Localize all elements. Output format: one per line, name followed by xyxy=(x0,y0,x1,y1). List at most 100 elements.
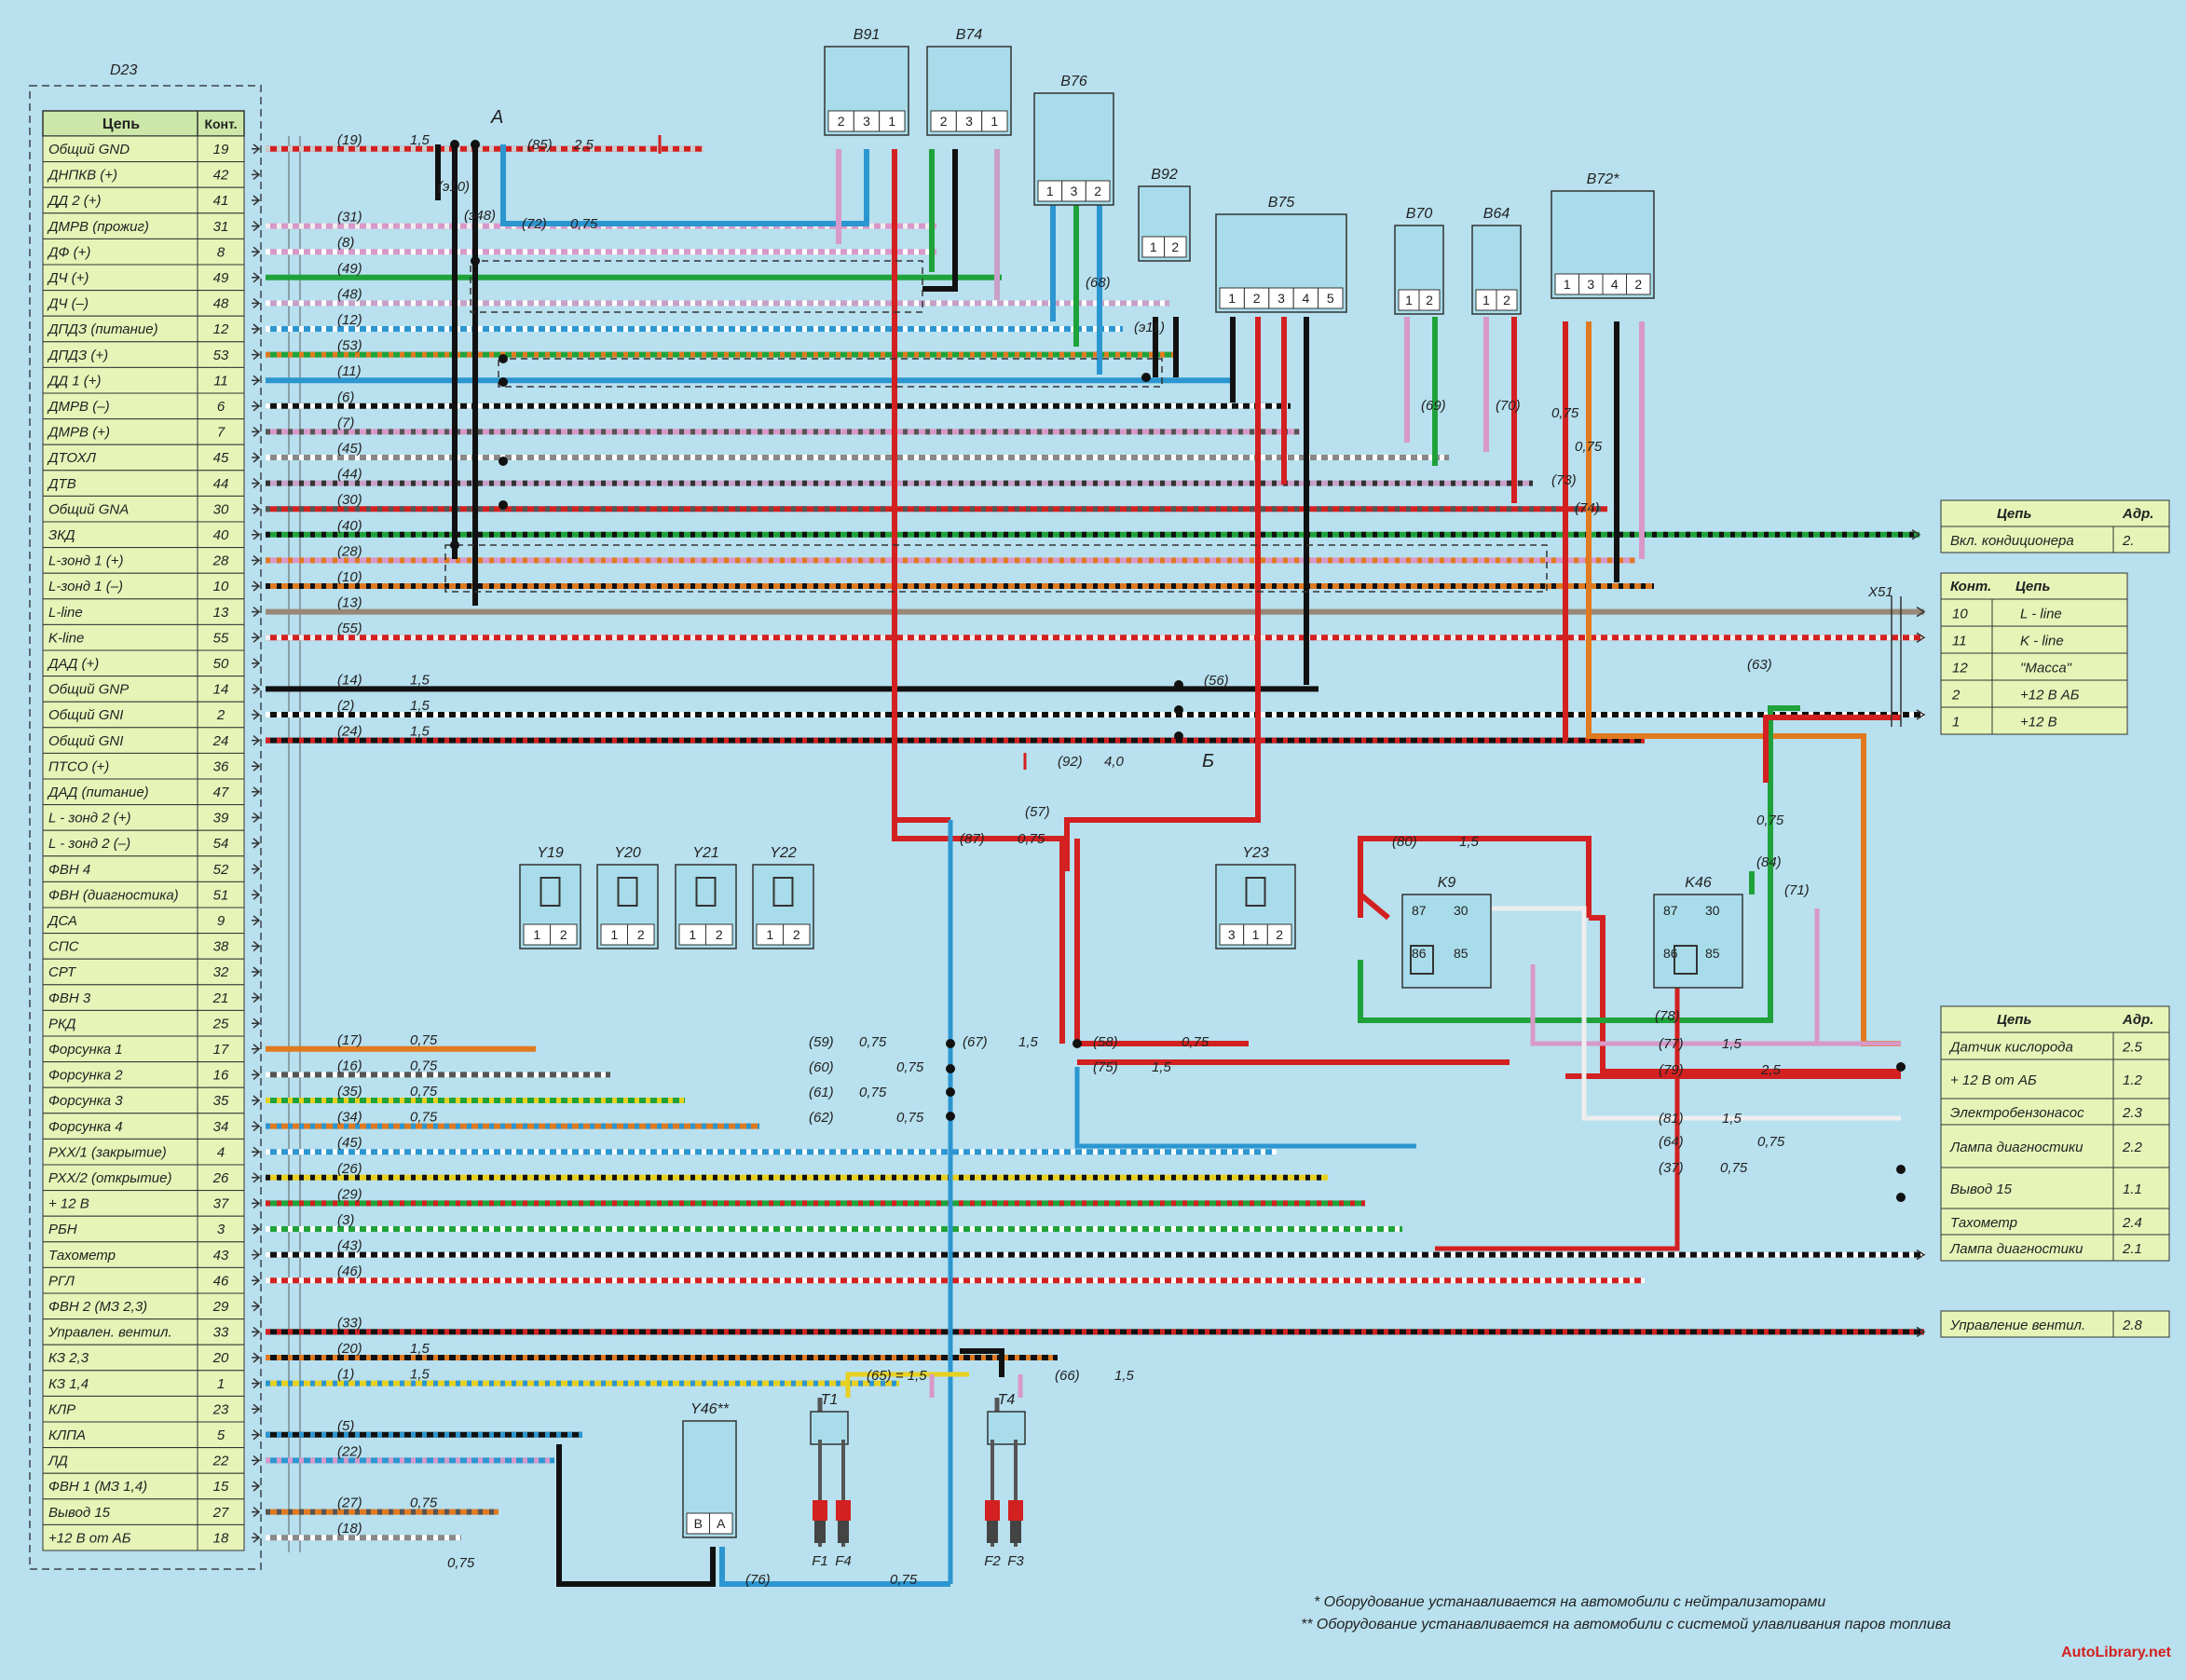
right-table-t4: Управление вентил.2.8 xyxy=(1940,1310,2170,1338)
ecu-row xyxy=(42,161,245,188)
wire-label: (44) xyxy=(337,467,362,483)
wire-label: (5) xyxy=(337,1418,354,1434)
wire-section: 1,5 xyxy=(410,132,430,148)
ecu-row xyxy=(42,701,245,729)
ecu-pin-arrow xyxy=(252,323,261,335)
component-id: T4 xyxy=(998,1392,1016,1408)
component-pin: 2 xyxy=(1634,277,1642,292)
inline-label-e48: (э48) xyxy=(464,208,496,224)
ecu-row-name: Форсунка 3 xyxy=(48,1093,123,1109)
inline-label-w75: (75) xyxy=(1093,1059,1118,1075)
ecu-row xyxy=(42,1498,245,1525)
ecu-pin-arrow xyxy=(252,1326,261,1337)
wire-label: (34) xyxy=(337,1110,362,1126)
ecu-outline xyxy=(29,85,262,1570)
relay-internals xyxy=(1410,945,1698,975)
ecu-row xyxy=(42,186,245,214)
ecu-row-name: Форсунка 2 xyxy=(48,1068,123,1084)
ecu-pin-arrow xyxy=(252,375,261,386)
component-pin: 1 xyxy=(610,927,618,942)
inline-label-ground-bottom: (92) xyxy=(1058,754,1083,770)
ecu-pin-arrow xyxy=(252,889,261,900)
ecu-row xyxy=(42,958,245,986)
table-cell: "Масса" xyxy=(2020,661,2072,676)
ecu-row-name: ЛД xyxy=(48,1454,68,1469)
ecu-pin-arrow xyxy=(252,195,261,206)
ecu-row-pin: 21 xyxy=(212,990,229,1006)
wire-label: (48) xyxy=(337,286,362,302)
wire-arrow xyxy=(1916,709,1926,720)
ecu-row-name: РГЛ xyxy=(48,1273,75,1289)
component-pin: 1 xyxy=(1046,184,1054,198)
spark-plug-label: F1 xyxy=(812,1553,828,1569)
ecu-row xyxy=(42,1009,245,1037)
ecu-row-name: КЛР xyxy=(48,1401,75,1417)
ecu-row-name: L-зонд 1 (+) xyxy=(48,553,123,569)
ecu-row xyxy=(42,1190,245,1217)
table-cell: Лампа диагностики xyxy=(1949,1140,2084,1155)
relay-pin: 86 xyxy=(1412,946,1427,961)
ecu-pin-arrow xyxy=(252,1018,261,1029)
component-pin: A xyxy=(717,1516,726,1531)
ecu-row xyxy=(42,1447,245,1474)
ecu-row-name: ДТВ xyxy=(47,476,76,492)
ecu-row xyxy=(42,547,245,574)
ecu-pin-arrow xyxy=(252,246,261,257)
inline-label-w74-section: 0,75 xyxy=(1575,439,1603,455)
component-id: B92 xyxy=(1151,167,1178,183)
ecu-row-pin: 54 xyxy=(213,836,229,852)
wire-label: (26) xyxy=(337,1161,362,1177)
wire-label: (30) xyxy=(337,492,362,508)
ecu-row-name: ДТОХЛ xyxy=(47,450,97,466)
component-pin: 5 xyxy=(1327,291,1334,306)
ecu-row xyxy=(42,572,245,600)
ecu-row xyxy=(42,1421,245,1449)
inline-label-w67: (67) xyxy=(963,1034,988,1050)
component-pin: 3 xyxy=(863,114,870,129)
wire-section: 0,75 xyxy=(410,1496,438,1511)
ecu-row-pin: 20 xyxy=(212,1350,229,1366)
relay-pin: 30 xyxy=(1705,903,1720,918)
ecu-row-name: ФВН 4 xyxy=(48,862,90,878)
ecu-row-pin: 46 xyxy=(213,1273,229,1289)
ecu-row-name: ДФ (+) xyxy=(47,244,90,260)
ecu-pin-arrow xyxy=(252,401,261,412)
ecu-row-pin: 22 xyxy=(212,1454,229,1469)
ecu-pin-arrow xyxy=(252,786,261,798)
wire-label: (8) xyxy=(337,235,354,251)
ecu-row-name: ДЧ (+) xyxy=(47,270,89,286)
ecu-row-name: ФВН 3 xyxy=(48,990,91,1006)
ecu-pin-arrow xyxy=(252,607,261,618)
component-pin: 2 xyxy=(716,927,723,942)
inline-label-w74: (74) xyxy=(1575,500,1600,516)
wire-label: (13) xyxy=(337,595,362,611)
component-pin: 2 xyxy=(637,927,645,942)
ecu-pin-arrow xyxy=(252,1275,261,1286)
inline-label-e10: (э10) xyxy=(438,179,470,195)
component-pin: 2 xyxy=(1276,927,1283,942)
ecu-pin-arrow xyxy=(252,169,261,180)
ecu-pin-arrow xyxy=(252,1121,261,1132)
ecu-pin-arrow xyxy=(252,503,261,514)
ecu-row xyxy=(42,1292,245,1320)
ecu-row xyxy=(42,392,245,420)
table-cell: Тахометр xyxy=(1950,1215,2017,1231)
ecu-row-pin: 37 xyxy=(213,1196,229,1212)
wire-label: (12) xyxy=(337,312,362,328)
ecu-row-pin: 33 xyxy=(213,1325,229,1341)
ecu-row-name: РХХ/1 (закрытие) xyxy=(48,1144,167,1160)
component-pin: 2 xyxy=(1253,291,1261,306)
inline-label-w60-section: 0,75 xyxy=(896,1059,924,1075)
wire-arrow xyxy=(1916,1326,1926,1338)
ecu-row-pin: 50 xyxy=(213,656,229,672)
ecu-pin-arrow xyxy=(252,940,261,951)
ecu-row xyxy=(42,341,245,368)
table-cell: 11 xyxy=(1952,634,1967,649)
inline-label-w76-section: 0,75 xyxy=(890,1572,918,1588)
ecu-row-name: ДД 2 (+) xyxy=(47,193,102,209)
